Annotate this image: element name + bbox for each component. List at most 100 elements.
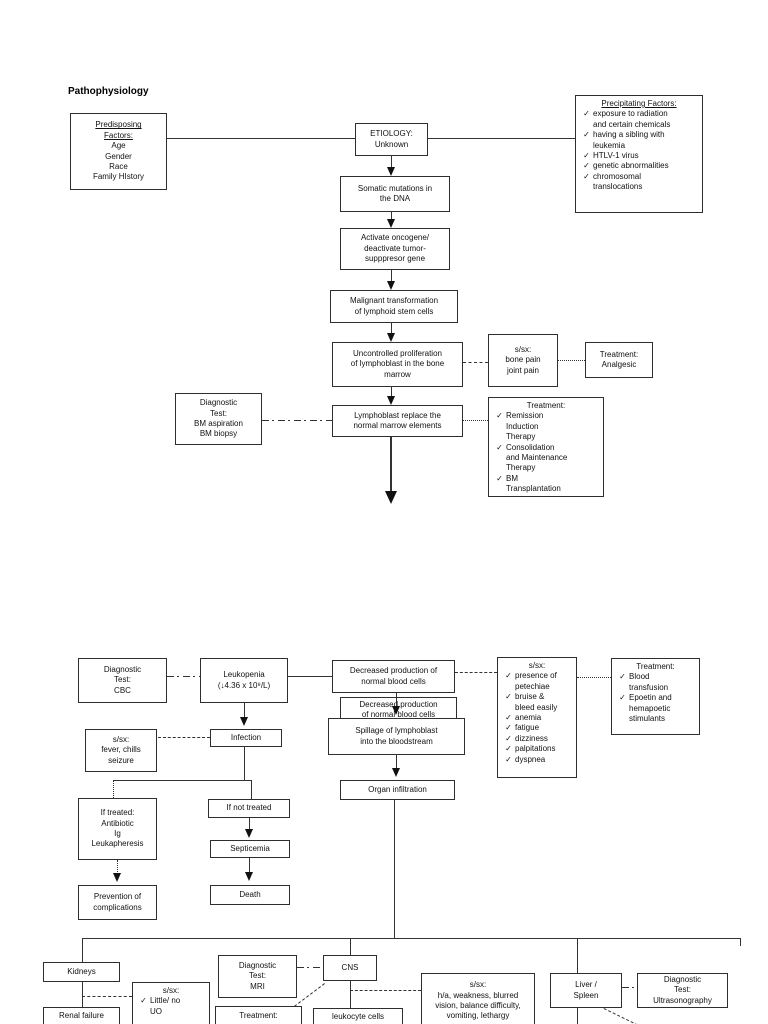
check-icon: ✓	[505, 733, 512, 743]
box-heading: s/sx:	[528, 661, 546, 670]
check-text: fatigue	[515, 723, 540, 733]
text-line: Malignant transformation	[349, 296, 439, 306]
text-line: of lymphoid stem cells	[354, 306, 434, 316]
text-line: Activate oncogene/	[360, 233, 430, 243]
check-item: ✓Little/ no UO	[137, 996, 205, 1017]
box-predisposing-factors: Predisposing Factors: Age Gender Race Fa…	[70, 113, 167, 190]
box-decreased-production-1: Decreased production of normal blood cel…	[332, 660, 455, 693]
arrow-ifnot-septicemia-head	[245, 829, 253, 838]
arrow-activate-malignant-line	[391, 270, 392, 282]
arrow-uncontrolled-lymphoblast-head	[387, 396, 395, 405]
text-line: of lymphoblast in the bone	[350, 359, 445, 369]
text-line: Test:	[249, 971, 266, 981]
connector-decreased-ssx	[455, 672, 497, 673]
box-ssx-ha: s/sx: h/a, weakness, blurred vision, bal…	[421, 973, 535, 1024]
text-line: of normal blood cells	[361, 710, 436, 720]
connector-distribution-horizontal	[82, 938, 740, 939]
check-icon: ✓	[619, 672, 626, 682]
text-line: Lymphoblast replace the	[354, 410, 441, 420]
text-line: ETIOLOGY:	[370, 129, 413, 139]
box-infection: Infection	[210, 729, 282, 747]
text-line: Predisposing	[95, 120, 142, 130]
box-leukocyte-cells: leukocyte cells	[313, 1008, 403, 1024]
connector-mri-cns	[297, 967, 323, 968]
text-line: Diagnostic	[103, 664, 142, 674]
check-text: HTLV-1 virus	[593, 150, 639, 160]
connector-distribution-right-stub	[740, 938, 741, 946]
arrow-etiology-somatic-line	[391, 155, 392, 168]
text-line: Uncontrolled proliferation	[353, 348, 442, 358]
connector-liver-diagonal	[603, 1008, 639, 1024]
connector-kidneys-ssx	[82, 996, 132, 997]
check-item: ✓dyspnea	[502, 755, 572, 765]
box-ssx-petechiae: s/sx: ✓presence of petechiae ✓bruise & b…	[497, 657, 577, 778]
check-text: genetic abnormalities	[593, 161, 669, 171]
connector-cns-ssxha	[350, 990, 421, 991]
check-icon: ✓	[583, 171, 590, 181]
box-lymphoblast-replace: Lymphoblast replace the normal marrow el…	[332, 405, 463, 437]
text-line: Liver /	[575, 980, 597, 990]
check-icon: ✓	[505, 671, 512, 681]
text-line: Ig	[114, 829, 121, 838]
arrow-septicemia-death-line	[249, 858, 250, 873]
box-renal-failure: Renal failure	[43, 1007, 120, 1024]
text-line: joint pain	[506, 365, 540, 375]
text-line: Spillage of lymphoblast	[355, 726, 438, 736]
text-line: normal blood cells	[361, 676, 426, 686]
box-ssx-fever: s/sx: fever, chills seizure	[85, 729, 157, 772]
text-line: into the bloodstream	[360, 736, 433, 746]
check-icon: ✓	[505, 744, 512, 754]
text-line: fever, chills	[101, 745, 141, 755]
text-line: Spleen	[573, 990, 599, 1000]
text-line: BM biopsy	[199, 429, 238, 439]
check-item: ✓Blood transfusion	[616, 672, 695, 693]
check-icon: ✓	[583, 109, 590, 119]
text-line: Prevention of	[93, 892, 142, 902]
box-somatic-mutations: Somatic mutations in the DNA	[340, 176, 450, 212]
text-line: h/a, weakness, blurred	[437, 990, 519, 1000]
box-liver-spleen: Liver / Spleen	[550, 973, 622, 1008]
text-line: Factors:	[104, 130, 133, 140]
check-item: ✓Consolidation and Maintenance Therapy	[493, 443, 599, 474]
check-text: anemia	[515, 712, 542, 722]
text-line: Test:	[114, 675, 131, 685]
text-line: Decreased production	[359, 700, 438, 709]
box-spillage: Spillage of lymphoblast into the bloodst…	[328, 718, 465, 755]
box-treatment-blood: Treatment: ✓Blood transfusion ✓Epoetin a…	[611, 658, 700, 735]
arrow-etiology-somatic-head	[387, 167, 395, 176]
arrow-malignant-uncontrolled-head	[387, 333, 395, 342]
box-activate-oncogene: Activate oncogene/ deactivate tumor- sup…	[340, 228, 450, 270]
text-line: Test:	[674, 985, 691, 995]
check-item: ✓chromosomal translocations	[580, 172, 698, 193]
text-line: If treated:	[100, 808, 135, 818]
box-heading: s/sx:	[162, 986, 180, 995]
text-line: s/sx:	[514, 344, 532, 354]
text-line: BM aspiration	[194, 419, 243, 428]
arrow-spillage-organ-line	[396, 755, 397, 769]
check-text: palpitations	[515, 744, 556, 754]
check-icon: ✓	[583, 150, 590, 160]
check-icon: ✓	[583, 161, 590, 171]
connector-cns-leukocyte	[350, 981, 351, 1008]
check-text: Epoetin and hemapoetic stimulants	[629, 693, 672, 723]
text-line: Diagnostic	[238, 960, 277, 970]
connector-drop-kidneys	[82, 938, 83, 962]
connector-drop-liver	[577, 938, 578, 973]
arrow-iftreated-prevention-line	[117, 860, 118, 874]
check-item: ✓having a sibling with leukemia	[580, 130, 698, 151]
text-line: s/sx:	[469, 980, 487, 990]
check-item: ✓palpitations	[502, 744, 572, 754]
text-line: Diagnostic	[663, 974, 702, 984]
check-text: having a sibling with leukemia	[593, 130, 665, 150]
text-line: Race	[109, 161, 128, 171]
text-line: complications	[93, 902, 142, 912]
text-line: CBC	[114, 685, 131, 695]
connector-cbc-leukopenia	[167, 676, 200, 677]
text-line: the DNA	[379, 194, 411, 203]
check-item: ✓fatigue	[502, 723, 572, 733]
check-icon: ✓	[140, 996, 147, 1006]
check-text: BM Transplantation	[506, 473, 561, 494]
arrow-decreased-spillage-head	[392, 706, 400, 715]
text-line: Age	[111, 141, 126, 151]
